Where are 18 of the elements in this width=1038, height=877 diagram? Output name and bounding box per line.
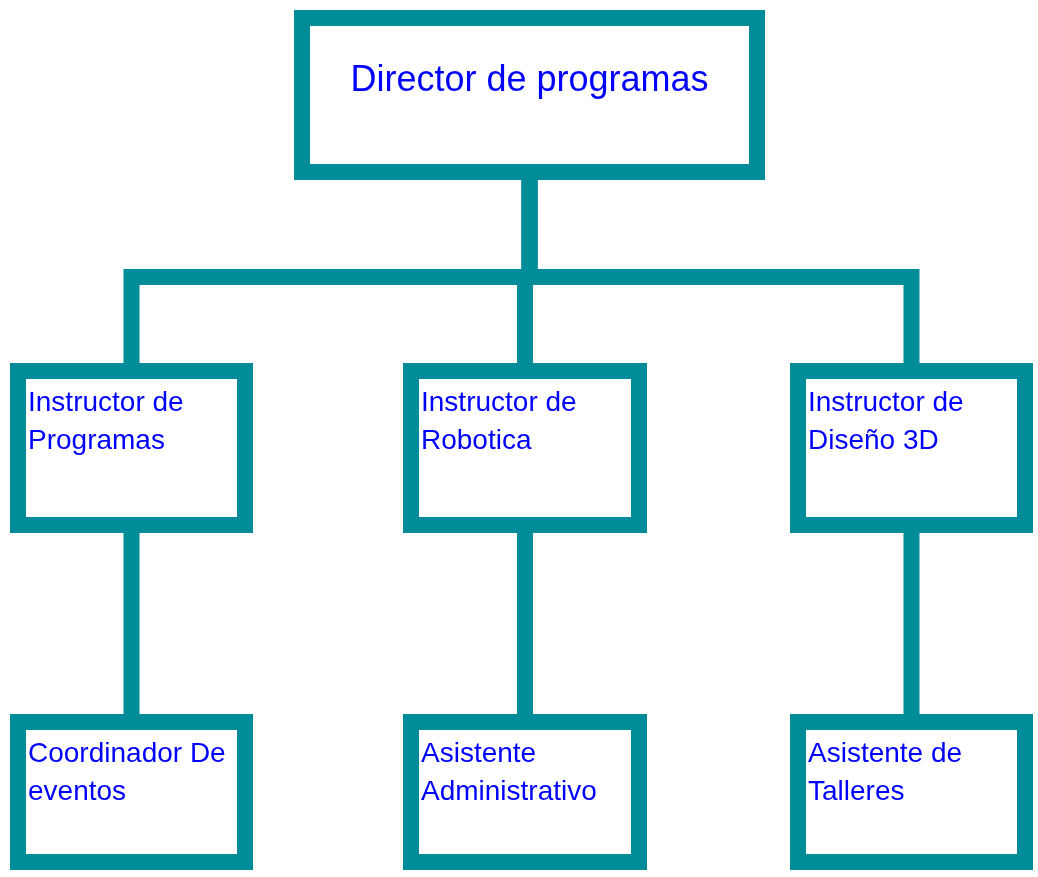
role-box <box>10 363 253 533</box>
role-title: Coordinador De eventos <box>27 736 227 808</box>
connector-line <box>517 533 533 714</box>
role-box <box>10 714 253 870</box>
role-title: Director de programas <box>349 57 710 101</box>
role-box <box>403 714 647 870</box>
role-title: Asistente Administrativo <box>420 736 598 808</box>
role-box <box>790 363 1033 533</box>
role-box <box>790 714 1033 870</box>
role-title: Instructor de Programas <box>27 385 185 457</box>
role-box <box>403 363 647 533</box>
role-title: Asistente de Talleres <box>807 736 964 808</box>
connector-line <box>521 180 920 363</box>
role-box <box>294 10 765 180</box>
role-title: Instructor de Robotica <box>420 385 578 457</box>
connector-line <box>903 533 920 714</box>
connector-line <box>123 533 140 714</box>
role-title: Instructor de Diseño 3D <box>807 385 965 457</box>
